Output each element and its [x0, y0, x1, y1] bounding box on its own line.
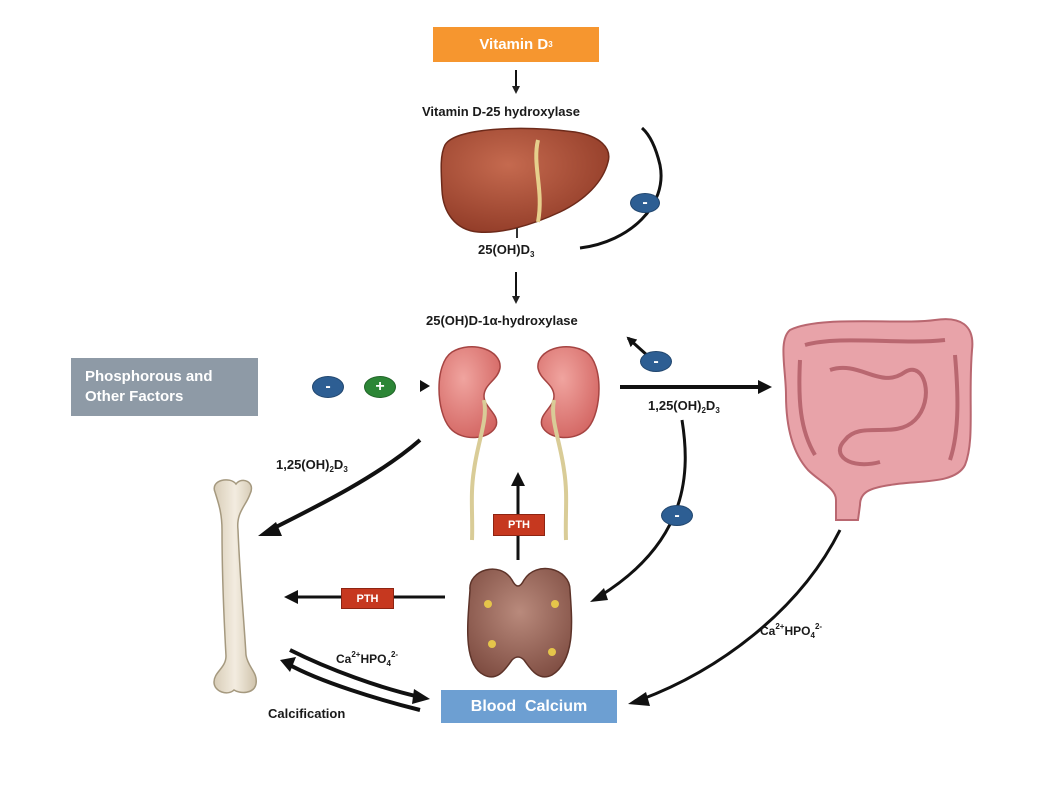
calcitriol-left-sub1: 2 — [329, 465, 334, 474]
oh25d3-subscript: 3 — [530, 250, 535, 259]
calcitriol-left-text: 1,25(OH) — [276, 457, 330, 472]
cahpo-left-sub: 4 — [386, 659, 391, 668]
cahpo-right-sup2: 2- — [814, 622, 823, 631]
arrow-kidney-to-bone — [258, 438, 422, 536]
vitamin-d3-subscript: 3 — [548, 40, 553, 49]
cahpo-left-sup1: 2+ — [351, 650, 361, 659]
plus-pill-phosphorous: + — [364, 376, 396, 398]
cahpo-right-ca: Ca — [760, 624, 776, 638]
minus-pill-kidney: - — [640, 351, 672, 372]
phosphorous-box: Phosphorous and Other Factors — [71, 358, 258, 416]
cahpo-right-sub: 4 — [810, 631, 815, 640]
cahpo-right-sup1: 2+ — [775, 622, 785, 631]
calcitriol-right-d: D — [705, 398, 716, 413]
liver-illustration — [440, 127, 610, 238]
kidneys-illustration — [438, 346, 600, 541]
bone-illustration — [213, 479, 257, 694]
cahpo-left-label: Ca2+HPO42- — [336, 650, 398, 668]
calcitriol-right-sub1: 2 — [701, 406, 706, 415]
calcitriol-right-text: 1,25(OH) — [648, 398, 702, 413]
calcitriol-right-label: 1,25(OH)2D3 — [648, 398, 720, 415]
arrow-phosphorous-to-kidney — [258, 380, 430, 392]
calcitriol-left-label: 1,25(OH)2D3 — [276, 457, 348, 474]
blood-calcium-box: Blood Calcium — [441, 690, 617, 723]
cahpo-left-hpo: HPO — [360, 652, 387, 666]
phosphorous-line2: Other Factors — [85, 388, 184, 405]
oh25d3-text: 25(OH)D — [478, 242, 531, 257]
calcitriol-left-d: D — [333, 457, 344, 472]
calcitriol-right-sub2: 3 — [715, 406, 720, 415]
arrow-intestine-to-blood — [628, 529, 842, 706]
cahpo-left-ca: Ca — [336, 652, 352, 666]
phosphorous-line1: Phosphorous and — [85, 368, 213, 385]
calcitriol-left-sub2: 3 — [343, 465, 348, 474]
minus-pill-phosphorous: - — [312, 376, 344, 398]
hydroxylase-1a-label: 25(OH)D-1α-hydroxylase — [426, 313, 578, 328]
minus-pill-liver: - — [630, 193, 660, 213]
vitamin-d-25-hydroxylase-label: Vitamin D-25 hydroxylase — [422, 104, 580, 119]
liver-feedback-curve — [579, 126, 663, 250]
intestine-illustration — [782, 318, 974, 521]
pth-box-up: PTH — [493, 514, 545, 536]
cahpo-right-hpo: HPO — [784, 624, 811, 638]
pth-box-left: PTH — [341, 588, 394, 609]
vitamin-d3-label: Vitamin D — [479, 36, 549, 53]
arrow-blood-to-bone — [280, 657, 421, 712]
minus-pill-calcitriol: - — [661, 505, 693, 526]
parathyroid-illustration — [466, 567, 573, 678]
oh25d3-label: 25(OH)D3 — [478, 242, 534, 259]
cahpo-left-sup2: 2- — [390, 650, 399, 659]
arrow-kidney-to-intestine — [620, 380, 772, 394]
calcification-label: Calcification — [268, 706, 346, 721]
cahpo-right-label: Ca2+HPO42- — [760, 622, 822, 640]
arrow-bone-to-blood — [289, 648, 430, 704]
